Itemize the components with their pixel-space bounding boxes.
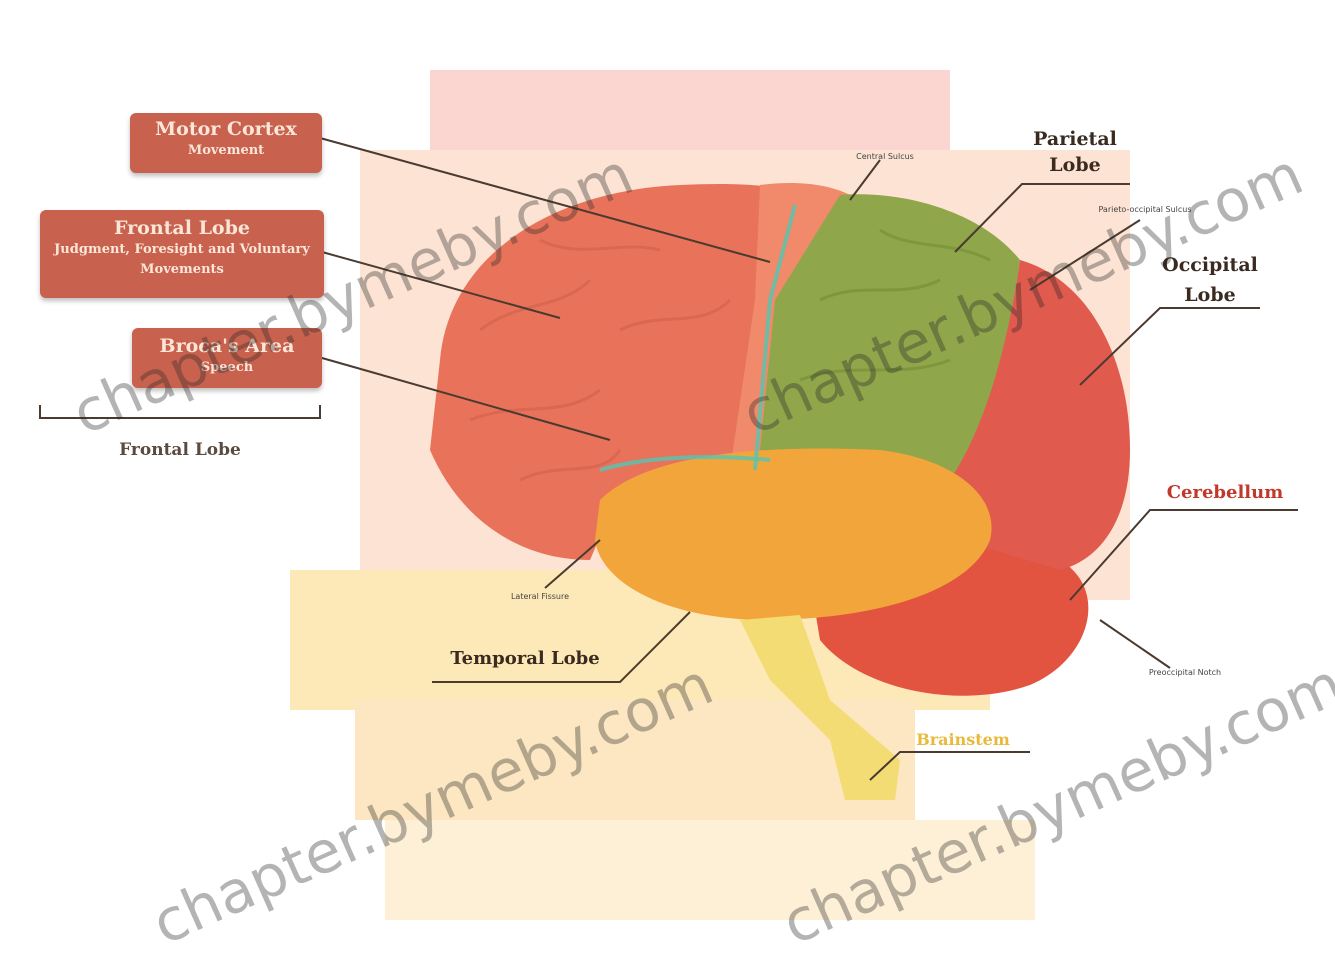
frontal-bracket [40,405,320,418]
brocas-area-subtitle: Speech [132,358,322,378]
bg-block [385,820,1035,920]
frontal-lobe-title: Frontal Lobe [48,216,316,240]
temporal-lobe-label: Temporal Lobe [425,648,625,669]
frontal-lobe-box: Frontal Lobe Judgment, Foresight and Vol… [40,210,324,298]
lateral-fissure-label: Lateral Fissure [480,592,600,601]
preoccipital-notch-label: Preoccipital Notch [1135,668,1235,677]
brainstem-label: Brainstem [898,730,1028,749]
motor-cortex-box: Motor Cortex Movement [130,113,322,173]
frontal-lobe-subtitle: Judgment, Foresight and Voluntary Moveme… [48,240,316,280]
cerebellum-label: Cerebellum [1150,482,1300,503]
motor-cortex-subtitle: Movement [130,141,322,161]
parietal-lobe-label: Parietal Lobe [1010,126,1140,178]
brocas-area-box: Broca's Area Speech [132,328,322,388]
parieto-occipital-sulcus-label: Parieto-occipital Sulcus [1090,205,1200,214]
brocas-area-title: Broca's Area [132,334,322,358]
occipital-lobe-label: Occipital Lobe [1140,250,1280,310]
leader-line [1100,620,1170,668]
frontal-lobe-bracket-label: Frontal Lobe [80,440,280,460]
motor-cortex-title: Motor Cortex [130,117,322,141]
central-sulcus-label: Central Sulcus [820,152,950,161]
